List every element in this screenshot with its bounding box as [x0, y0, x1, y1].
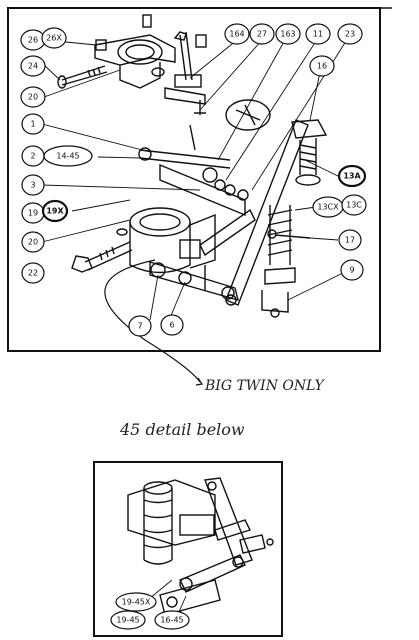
callout-19-45x: 19-45X	[115, 592, 157, 612]
callout-13a-label: 13A	[343, 172, 361, 181]
callout-26x: 26X	[41, 27, 67, 49]
callout-14-45: 14-45	[43, 145, 93, 167]
callout-19x: 19X	[41, 199, 69, 223]
callout-7: 7	[128, 315, 152, 337]
callout-1: 1	[21, 113, 45, 135]
callout-19-45: 19-45	[110, 610, 146, 630]
callout-24-label: 24	[28, 62, 38, 71]
callout-6-label: 6	[169, 321, 174, 330]
callout-163-label: 163	[280, 30, 295, 39]
callout-164: 164	[224, 23, 250, 45]
callout-19x-label: 19X	[46, 207, 64, 216]
callout-27-label: 27	[257, 30, 267, 39]
callout-16: 16	[309, 55, 335, 77]
detail-below-note: 45 detail below	[119, 420, 245, 439]
callout-6: 6	[160, 314, 184, 336]
callout-16-45-label: 16-45	[160, 616, 183, 625]
lower-frame	[93, 461, 283, 637]
callout-22: 22	[21, 262, 45, 284]
callout-9: 9	[340, 259, 364, 281]
callout-13cx-label: 13CX	[317, 203, 339, 212]
callout-23: 23	[337, 23, 363, 45]
lower-callouts: 19-45X 19-45 16-45	[110, 592, 190, 630]
callout-26x-label: 26X	[46, 34, 62, 43]
callout-20-top: 20	[20, 86, 46, 108]
leader-lines	[41, 37, 349, 321]
lower-detail-drawing	[127, 477, 274, 616]
callout-11: 11	[305, 23, 331, 45]
callout-163: 163	[275, 23, 301, 45]
upper-frame	[7, 7, 381, 352]
callout-3: 3	[21, 174, 45, 196]
callout-17-label: 17	[345, 236, 355, 245]
callout-2-label: 2	[30, 152, 35, 161]
callout-20-label: 20	[28, 238, 38, 247]
callout-17: 17	[338, 229, 362, 251]
callout-19-45x-label: 19-45X	[122, 598, 151, 607]
callout-19: 19	[21, 202, 45, 224]
callout-11-label: 11	[313, 30, 323, 39]
callout-1-label: 1	[30, 120, 35, 129]
callout-24: 24	[20, 55, 46, 77]
callout-13a: 13A	[337, 164, 367, 188]
callout-27: 27	[249, 23, 275, 45]
callout-26: 26	[20, 29, 46, 51]
callout-13cx: 13CX	[312, 196, 344, 218]
callout-20: 20	[21, 231, 45, 253]
callout-3-label: 3	[30, 181, 35, 190]
callout-23-label: 23	[345, 30, 355, 39]
callout-20-top-label: 20	[28, 93, 38, 102]
callout-22-label: 22	[28, 269, 38, 278]
upper-callouts: 26 26X 24 20 164 27 163 11 23 16 1 2 14-…	[20, 23, 367, 337]
big-twin-only-note: BIG TWIN ONLY	[204, 378, 326, 394]
callout-14-45-label: 14-45	[56, 152, 79, 161]
callout-164-label: 164	[229, 30, 244, 39]
callout-16-label: 16	[317, 62, 327, 71]
callout-16-45: 16-45	[154, 610, 190, 630]
callout-13c: 13C	[341, 194, 367, 216]
callout-13c-label: 13C	[346, 201, 362, 210]
callout-26-label: 26	[28, 36, 38, 45]
upper-assembly-drawing	[57, 14, 328, 386]
callout-9-label: 9	[349, 266, 354, 275]
callout-19-label: 19	[28, 209, 38, 218]
callout-19-45-label: 19-45	[116, 616, 139, 625]
callout-2: 2	[21, 145, 45, 167]
callout-7-label: 7	[137, 322, 142, 331]
